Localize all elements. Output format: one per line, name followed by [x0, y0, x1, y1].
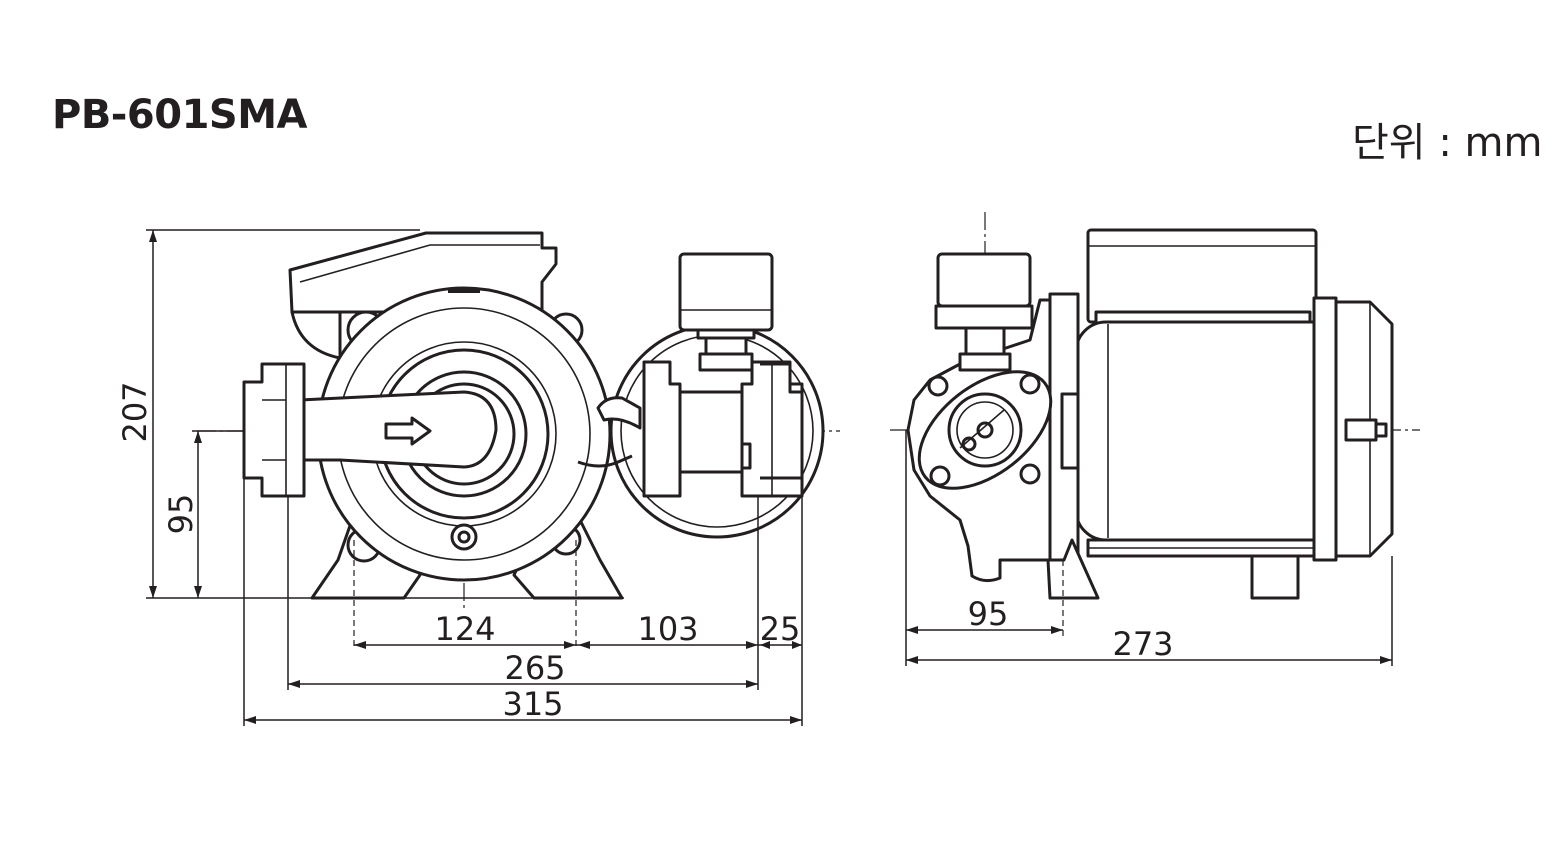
dim-label-124: 124 — [434, 610, 495, 648]
arrow-95-bottom — [194, 586, 202, 598]
bracket-hub — [1060, 392, 1080, 470]
arrow-124-right — [564, 641, 576, 649]
switch-fitting-nut — [698, 352, 754, 372]
casing-to-chamber-neck — [596, 396, 642, 430]
side-switch-fitting — [964, 326, 1006, 356]
side-pressure-switch — [936, 252, 1032, 308]
arrow-315-right — [790, 716, 802, 724]
motor-housing-edge — [299, 244, 540, 283]
side-inlet-slot — [959, 409, 1005, 449]
dim-label-273: 273 — [1112, 625, 1173, 663]
arrow-25-right — [792, 641, 802, 649]
arrow-103-left — [578, 641, 590, 649]
front-view — [198, 231, 840, 610]
side-switch-nut — [958, 352, 1012, 372]
check-valve-stem — [740, 442, 752, 470]
bolt-hole-lower-left — [929, 465, 951, 487]
side-view — [890, 212, 1420, 600]
inlet-flange — [242, 362, 306, 498]
arrow-315-left — [244, 716, 256, 724]
side-dimensions: 95 273 — [905, 430, 1393, 666]
arrow-265-left — [288, 680, 300, 688]
outlet-flange-detail — [760, 362, 804, 480]
end-cover-frame — [1312, 296, 1338, 562]
dim-label-207: 207 — [116, 381, 154, 442]
motor-foot — [1250, 554, 1300, 600]
arrow-95-side-right — [1051, 626, 1063, 634]
arrow-273-right — [1380, 656, 1392, 664]
arrow-207-bottom — [149, 586, 157, 598]
bolt-hole-lower-right — [1019, 463, 1041, 485]
arrow-265-right — [746, 680, 758, 688]
arrow-95-top — [194, 431, 202, 443]
bolt-hole-upper-left — [927, 375, 949, 397]
side-inlet-inner — [956, 401, 1014, 459]
check-valve-body — [678, 390, 744, 474]
dim-label-265: 265 — [504, 649, 565, 687]
side-small-port — [961, 436, 977, 452]
flow-direction-arrow — [384, 416, 432, 446]
dim-label-95-side: 95 — [968, 595, 1009, 633]
arrow-103-right — [746, 641, 758, 649]
motor-body — [1074, 320, 1348, 542]
dim-label-103: 103 — [637, 610, 698, 648]
inner-flange-left — [642, 360, 682, 498]
dim-label-315: 315 — [502, 685, 563, 723]
casing-lower-neck — [577, 454, 633, 468]
dim-label-25: 25 — [760, 610, 801, 648]
casing-top-mark — [448, 289, 480, 293]
dim-label-95-front: 95 — [162, 494, 200, 535]
drawing-title: PB-601SMA — [52, 92, 307, 138]
shaft-bolt — [1344, 418, 1378, 442]
side-shaft-center — [976, 421, 994, 439]
drain-plug-core — [457, 530, 471, 544]
switch-fitting-upper — [704, 336, 748, 356]
arrow-207-top — [149, 230, 157, 242]
side-foot — [1046, 538, 1100, 600]
shaft-bolt-end — [1374, 422, 1388, 438]
unit-label: 단위 : mm — [1352, 120, 1543, 166]
arrow-273-left — [906, 656, 918, 664]
housing-lower-lobe — [290, 310, 342, 360]
arrow-25-left — [760, 641, 770, 649]
bolt-hole-upper-right — [1019, 373, 1041, 395]
arrow-95-side-left — [906, 626, 918, 634]
terminal-box — [1086, 228, 1318, 324]
side-pressure-switch-base — [934, 304, 1034, 330]
front-dimensions: 207 95 124 103 25 265 — [116, 229, 803, 726]
arrow-124-left — [354, 641, 366, 649]
pressure-switch — [678, 252, 774, 332]
